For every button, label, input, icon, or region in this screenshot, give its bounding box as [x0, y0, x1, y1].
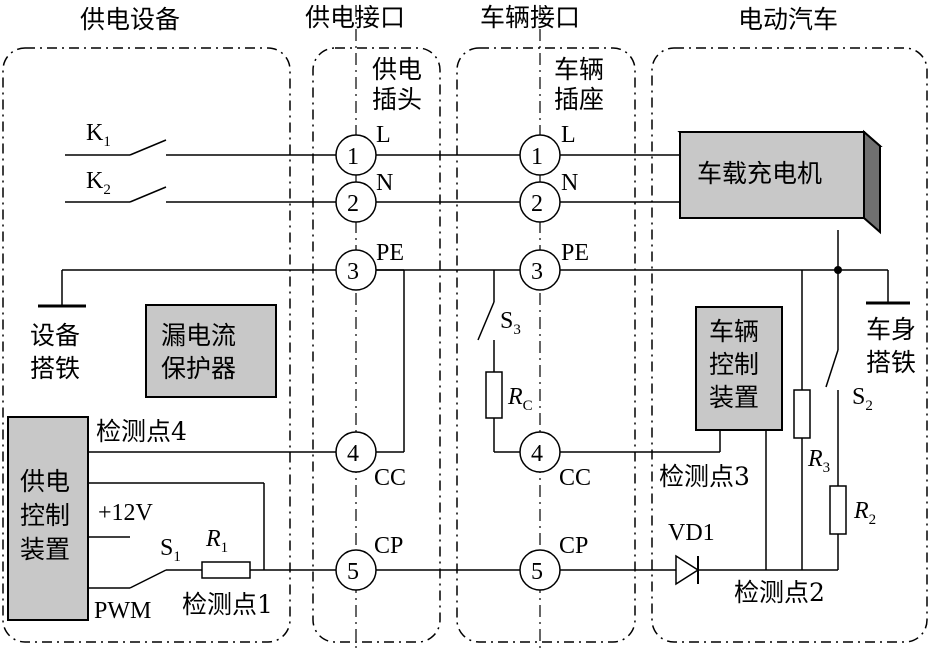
charger-label: 车载充电机 [697, 159, 822, 188]
title-vehicle-interface: 车辆接口 [480, 3, 580, 32]
vehicle-pin-cc-label: CC [559, 465, 591, 491]
vehicle-pin-n-label: N [561, 170, 578, 196]
resistor-r1 [201, 561, 251, 579]
supply-plug-label-line1: 供电 [372, 55, 422, 84]
leakage-protector-box [145, 304, 277, 398]
supply-pin-cc-label: CC [374, 465, 406, 491]
resistor-r3 [793, 389, 811, 439]
vehicle-pin-5 [519, 549, 561, 591]
detection-point-2: 检测点2 [734, 578, 825, 607]
supply-pin-l-label: L [376, 122, 391, 148]
supply-pin-cp-label: CP [374, 533, 403, 559]
vehicle-control-line3: 装置 [709, 383, 759, 412]
pwm-label: PWM [94, 598, 151, 624]
supply-pin-4 [335, 431, 377, 473]
leakage-protector-line2: 保护器 [161, 354, 236, 383]
supply-pin-5 [335, 549, 377, 591]
vehicle-control-line2: 控制 [709, 350, 759, 379]
supply-control-box [7, 416, 89, 621]
vehicle-pin-l-label: L [561, 122, 576, 148]
supply-pin-3-number: 3 [347, 259, 359, 285]
resistor-r1-label: R1 [205, 526, 228, 556]
supply-pin-pe-label: PE [376, 240, 404, 266]
detection-point-3: 检测点3 [659, 462, 750, 491]
vehicle-pin-2 [519, 181, 561, 223]
vehicle-pin-3 [519, 249, 561, 291]
charger-box-side [863, 129, 881, 235]
supply-pin-3 [335, 249, 377, 291]
leakage-protector-line1: 漏电流 [161, 321, 236, 350]
detection-point-4: 检测点4 [96, 417, 187, 446]
vehicle-pin-5-number: 5 [531, 559, 543, 585]
supply-equipment-panel [2, 47, 291, 643]
supply-pin-n-label: N [376, 170, 393, 196]
vehicle-pin-pe-label: PE [561, 240, 589, 266]
vehicle-control-line1: 车辆 [709, 317, 759, 346]
resistor-r2-label: R2 [853, 498, 876, 528]
supply-interface-panel [312, 47, 441, 643]
resistor-rc [485, 371, 503, 419]
resistor-r2 [829, 485, 847, 535]
v12-label: +12V [98, 500, 154, 526]
supply-control-line2: 控制 [20, 501, 70, 530]
vehicle-inlet-label-line2: 插座 [554, 85, 604, 114]
diode-vd1 [675, 554, 700, 586]
vehicle-pin-cp-label: CP [559, 533, 588, 559]
detection-point-1: 检测点1 [182, 590, 273, 619]
vehicle-control-box [695, 306, 783, 431]
supply-plug-label-line2: 插头 [372, 85, 422, 114]
resistor-r3-label: R3 [807, 446, 830, 476]
supply-control-line3: 装置 [20, 535, 70, 564]
supply-pin-4-number: 4 [347, 441, 359, 467]
supply-pin-5-number: 5 [347, 559, 359, 585]
charger-box [679, 131, 865, 219]
title-supply-equipment: 供电设备 [80, 5, 180, 34]
body-ground-line2: 搭铁 [866, 348, 916, 377]
vehicle-pin-4 [519, 431, 561, 473]
vehicle-pin-3-number: 3 [531, 259, 543, 285]
switch-s3-label: S3 [500, 308, 521, 338]
supply-pin-1 [335, 134, 377, 176]
diode-vd1-label: VD1 [668, 520, 715, 546]
equipment-ground-line2: 搭铁 [30, 354, 80, 383]
switch-s2-label: S2 [852, 384, 873, 414]
vehicle-pin-1 [519, 134, 561, 176]
switch-s1-label: S1 [160, 535, 181, 565]
vehicle-pin-2-number: 2 [531, 191, 543, 217]
vehicle-inlet-label-line1: 车辆 [554, 55, 604, 84]
equipment-ground-line1: 设备 [30, 321, 80, 350]
body-ground-line1: 车身 [866, 315, 916, 344]
vehicle-pin-1-number: 1 [531, 144, 543, 170]
switch-k2-label: K2 [86, 168, 111, 198]
title-supply-interface: 供电接口 [305, 3, 405, 32]
vehicle-pin-4-number: 4 [531, 441, 543, 467]
vehicle-interface-panel [456, 47, 636, 643]
switch-k1-label: K1 [86, 120, 111, 150]
electric-vehicle-panel [651, 47, 928, 643]
supply-control-line1: 供电 [20, 467, 70, 496]
title-electric-vehicle: 电动汽车 [738, 5, 838, 34]
supply-pin-1-number: 1 [347, 144, 359, 170]
resistor-rc-label: RC [507, 384, 533, 414]
supply-pin-2 [335, 181, 377, 223]
supply-pin-2-number: 2 [347, 191, 359, 217]
